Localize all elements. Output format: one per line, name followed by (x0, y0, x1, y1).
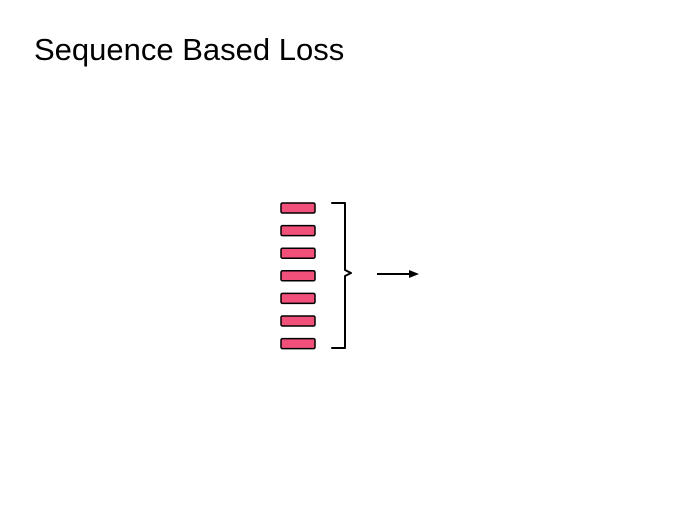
arrow-head (409, 270, 419, 278)
token-block (280, 202, 316, 214)
slide-title: Sequence Based Loss (34, 32, 345, 67)
token-block (280, 247, 316, 259)
token-block (280, 292, 316, 305)
token-sequence-stack (280, 202, 316, 350)
token-block (280, 315, 316, 327)
output-arrow (377, 270, 419, 278)
token-block (280, 270, 316, 282)
token-block (280, 224, 316, 237)
token-block (280, 337, 316, 350)
grouping-brace (331, 202, 352, 349)
